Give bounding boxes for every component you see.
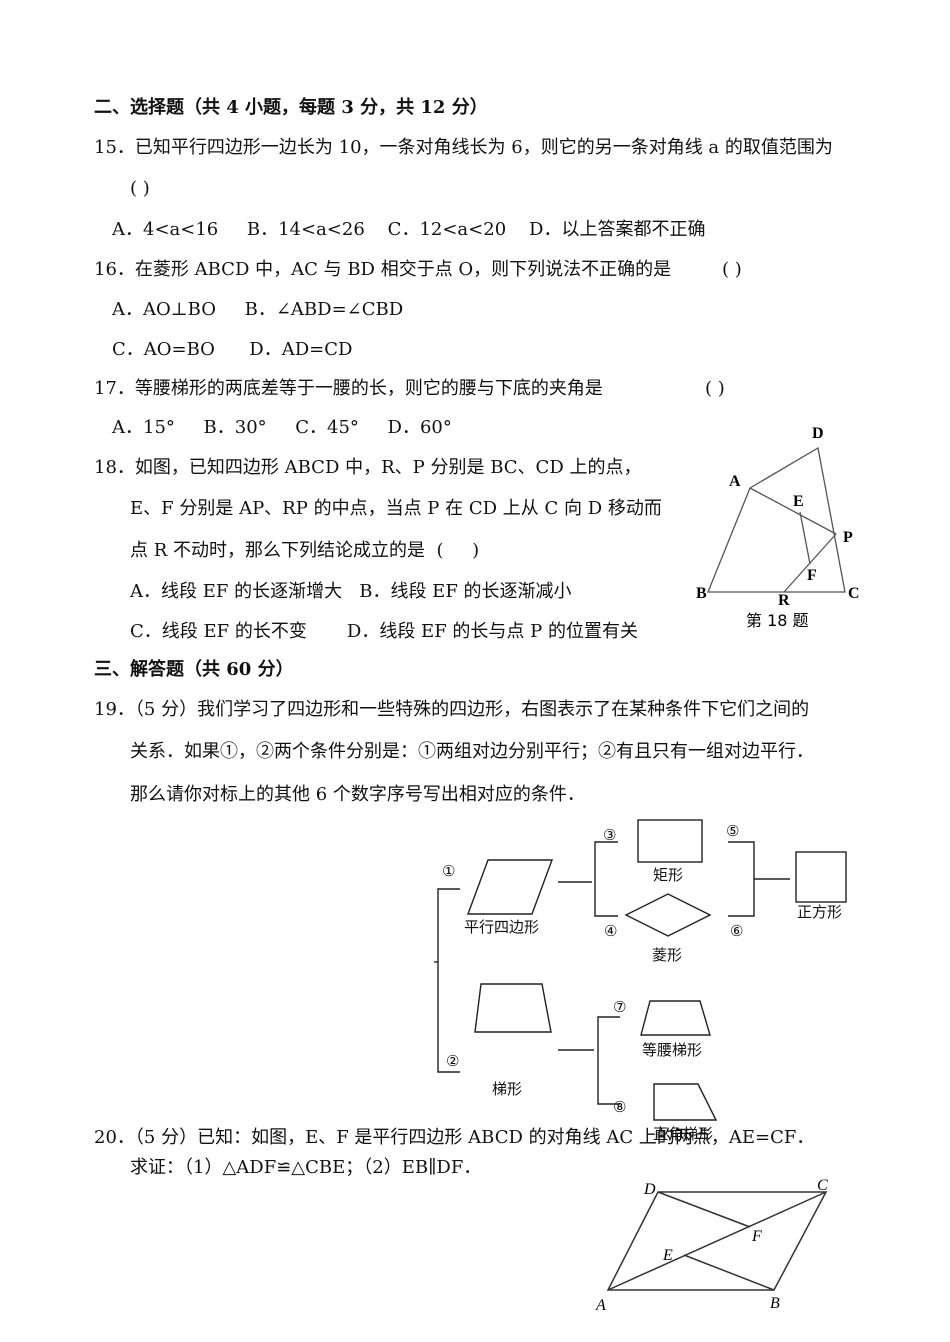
marker-2: ② xyxy=(446,1052,459,1070)
label-square: 正方形 xyxy=(797,903,842,921)
q19-quadrilateral-diagram: ① ② ③ ④ ⑤ ⑥ ⑦ ⑧ 平行四边形 矩形 菱形 正方形 梯形 等腰梯形 … xyxy=(434,819,847,1143)
q18-line3: 点 R 不动时，那么下列结论成立的是 ( ) xyxy=(130,540,480,561)
fig20-label-b: B xyxy=(770,1295,780,1312)
fig18-caption: 第 18 题 xyxy=(746,611,809,630)
fig18-label-c: C xyxy=(848,585,860,602)
q17-options: A．15° B．30° C．45° D．60° xyxy=(112,417,452,438)
fig20-label-c: C xyxy=(817,1177,828,1194)
q19-line1: 19．（5 分）我们学习了四边形和一些特殊的四边形，右图表示了在某种条件下它们之… xyxy=(94,699,810,720)
label-rhombus: 菱形 xyxy=(652,946,682,964)
fig20-label-d: D xyxy=(643,1181,656,1198)
label-rectangle: 矩形 xyxy=(653,866,683,884)
q18-line1: 18．如图，已知四边形 ABCD 中，R、P 分别是 BC、CD 上的点， xyxy=(94,457,642,478)
marker-6: ⑥ xyxy=(730,922,743,940)
q19-line3: 那么请你对标上的其他 6 个数字序号写出相对应的条件． xyxy=(130,784,585,805)
marker-4: ④ xyxy=(604,922,617,940)
section-3-heading: 三、解答题（共 60 分） xyxy=(94,659,294,680)
label-parallelogram: 平行四边形 xyxy=(464,918,539,936)
fig18-label-f: F xyxy=(807,567,817,584)
fig18-label-a: A xyxy=(729,473,741,490)
fig18-label-r: R xyxy=(778,592,790,609)
q17-answer-bracket: ( ) xyxy=(705,378,725,399)
fig18-label-e: E xyxy=(793,493,804,510)
q20-line2: 求证：（1）△ADF≌△CBE；（2）EB∥DF． xyxy=(130,1157,482,1178)
q20-line1: 20．（5 分）已知：如图，E、F 是平行四边形 ABCD 的对角线 AC 上的… xyxy=(94,1127,815,1148)
q19-line2: 关系．如果①，②两个条件分别是：①两组对边分别平行；②有且只有一组对边平行． xyxy=(130,741,814,762)
q16-options-line2: C．AO=BO D．AD=CD xyxy=(112,339,353,360)
q15-answer-bracket: ( ) xyxy=(130,178,150,199)
fig18-label-b: B xyxy=(696,585,707,602)
marker-8: ⑧ xyxy=(613,1098,626,1116)
marker-1: ① xyxy=(442,862,455,880)
q16-stem: 16．在菱形 ABCD 中，AC 与 BD 相交于点 O，则下列说法不正确的是 xyxy=(94,259,672,280)
q18-option-c-d: C．线段 EF 的长不变 D．线段 EF 的长与点 P 的位置有关 xyxy=(130,621,638,642)
q18-option-a-b: A．线段 EF 的长逐渐增大 B．线段 EF 的长逐渐减小 xyxy=(130,581,572,602)
label-isosceles-trapezoid: 等腰梯形 xyxy=(642,1041,702,1059)
q16-options-line1: A．AO⊥BO B．∠ABD=∠CBD xyxy=(112,299,404,320)
marker-5: ⑤ xyxy=(726,822,739,840)
fig20-label-f: F xyxy=(751,1228,762,1245)
q16-answer-bracket: ( ) xyxy=(722,259,742,280)
fig18-label-p: P xyxy=(843,529,853,546)
fig20-label-e: E xyxy=(662,1247,673,1264)
label-right-trapezoid: 直角梯形 xyxy=(653,1125,713,1143)
marker-7: ⑦ xyxy=(613,998,626,1016)
marker-3: ③ xyxy=(603,826,616,844)
q17-stem: 17．等腰梯形的两底差等于一腰的长，则它的腰与下底的夹角是 xyxy=(94,378,603,399)
fig18-label-d: D xyxy=(812,425,824,442)
q15-stem: 15．已知平行四边形一边长为 10，一条对角线长为 6，则它的另一条对角线 a … xyxy=(94,137,833,158)
q18-line2: E、F 分别是 AP、RP 的中点，当点 P 在 CD 上从 C 向 D 移动而 xyxy=(130,498,662,519)
label-trapezoid: 梯形 xyxy=(492,1080,522,1098)
q20-figure: D C F E A B xyxy=(595,1177,828,1314)
fig20-label-a: A xyxy=(595,1297,606,1314)
section-2-heading: 二、选择题（共 4 小题，每题 3 分，共 12 分） xyxy=(94,97,488,118)
q18-figure: D A E P F B R C 第 18 题 xyxy=(696,425,860,630)
q15-options: A．4<a<16 B．14<a<26 C．12<a<20 D．以上答案都不正确 xyxy=(112,219,706,240)
